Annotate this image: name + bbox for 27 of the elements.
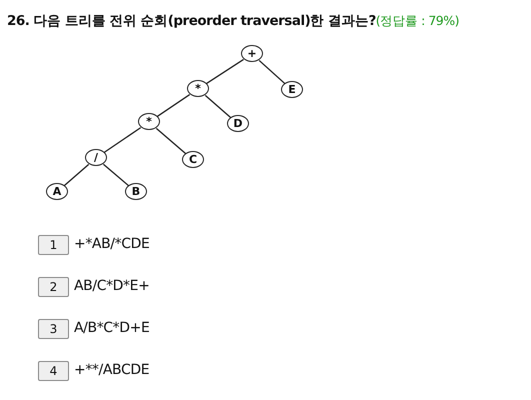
option-number-button: 3 xyxy=(38,319,69,339)
tree-edge xyxy=(156,128,186,154)
option-number-button: 1 xyxy=(38,235,69,255)
tree-node: A xyxy=(46,183,68,200)
tree-node: C xyxy=(182,151,204,168)
tree-edge xyxy=(64,164,90,186)
option-text: AB/C*D*E+ xyxy=(74,278,150,294)
option-text: +**/ABCDE xyxy=(74,362,150,378)
option-number-button: 2 xyxy=(38,277,69,297)
question-title: 26. 다음 트리를 전위 순회(preorder traversal)한 결과는? xyxy=(7,12,376,30)
tree-edge xyxy=(102,164,130,186)
option-text: A/B*C*D+E xyxy=(74,320,150,336)
tree-edge xyxy=(204,94,232,118)
option-number-button: 4 xyxy=(38,361,69,381)
tree-node: * xyxy=(187,80,209,97)
tree-node: D xyxy=(227,115,249,132)
tree-edge xyxy=(156,94,190,117)
tree-node: B xyxy=(125,183,147,200)
tree-edge xyxy=(104,127,142,153)
tree-node: * xyxy=(138,113,160,130)
tree-node: / xyxy=(85,149,107,166)
option-text: +*AB/*CDE xyxy=(74,236,150,252)
correct-rate: (정답률 : 79%) xyxy=(376,13,459,30)
tree-node: + xyxy=(241,45,263,62)
tree-edge xyxy=(206,58,244,84)
tree-edge xyxy=(258,60,286,84)
tree-node: E xyxy=(281,81,303,98)
